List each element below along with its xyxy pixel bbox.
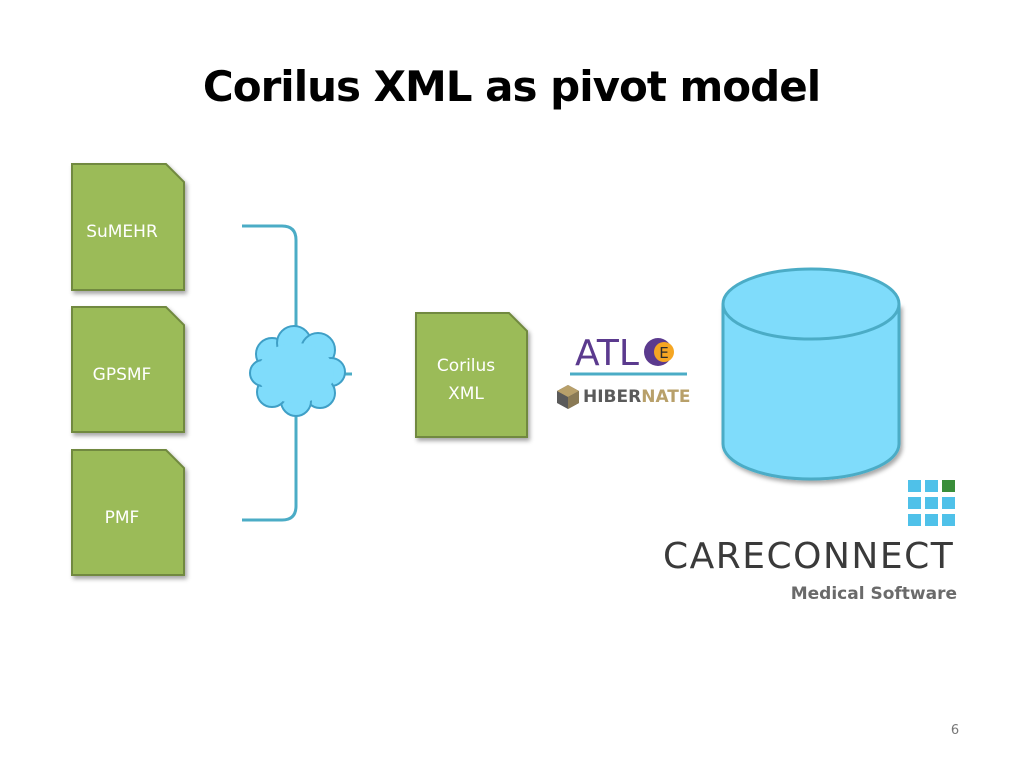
hibernate-text-part2: NATE [641,387,690,407]
source-doc-gpsmf: GPSMF [71,306,185,433]
source-doc-label: PMF [105,508,140,528]
grid-logo-icon [908,480,955,526]
cloud-icon [249,325,346,417]
careconnect-tagline: Medical Software [790,584,957,604]
source-doc-sumehr: SuMEHR [71,163,185,291]
page-number: 6 [950,723,960,738]
pivot-doc-label-line1: Corilus [437,356,495,376]
hibernate-icon [557,385,579,409]
source-doc-label: GPSMF [93,365,152,385]
source-doc-pmf: PMF [71,449,185,576]
atl-logo: ATL E [570,333,687,376]
hibernate-logo: HIBERNATE [557,385,691,409]
slide-title: Corilus XML as pivot model [202,62,821,111]
atl-badge-letter: E [659,344,668,362]
pivot-doc-label-line2: XML [448,384,484,404]
source-doc-label: SuMEHR [86,222,158,242]
hibernate-text-part1: HIBER [583,387,641,407]
svg-text:HIBERNATE: HIBERNATE [583,387,691,407]
atl-text: ATL [575,333,639,374]
database-icon [721,267,901,481]
careconnect-name: CARECONNECT [663,536,955,577]
pivot-doc-corilus-xml: Corilus XML [415,312,528,438]
